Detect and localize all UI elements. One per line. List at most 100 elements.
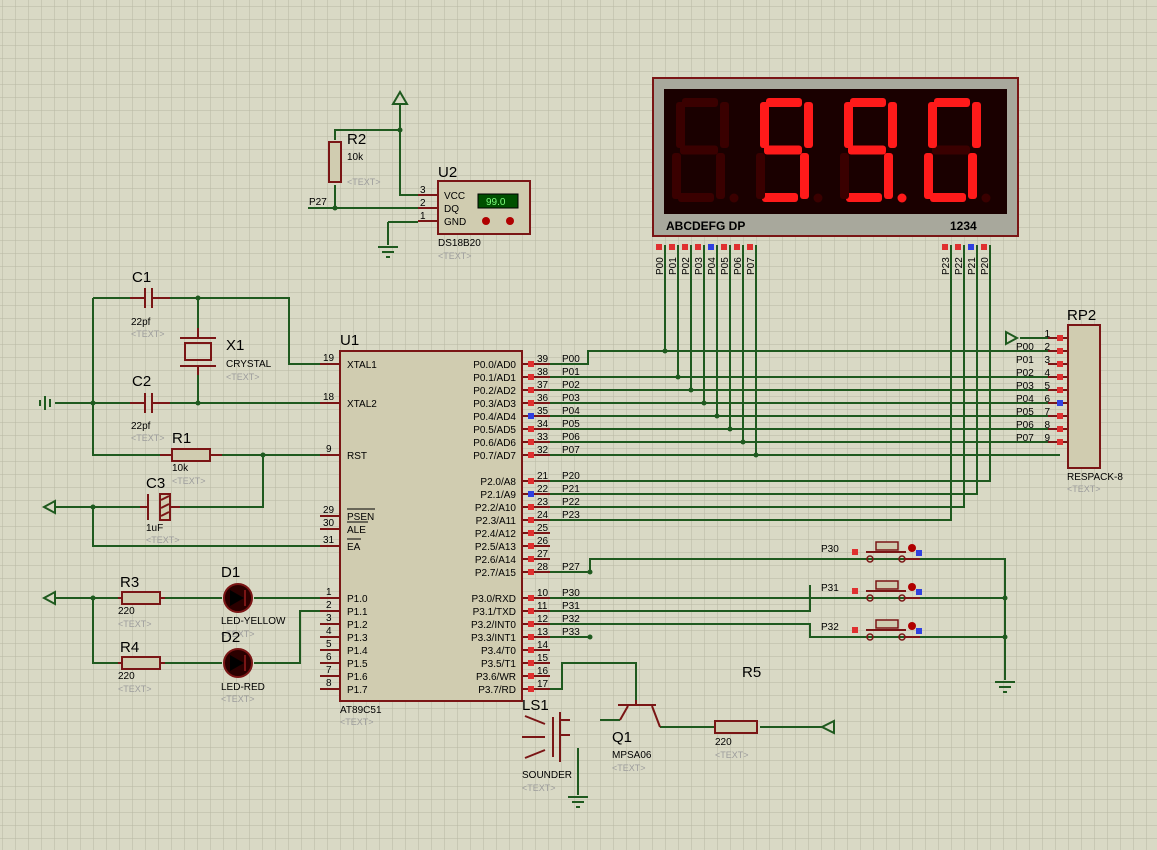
- pin-marker: [528, 491, 534, 497]
- svg-text:14: 14: [537, 640, 549, 651]
- svg-text:P30: P30: [821, 544, 839, 555]
- svg-text:P3.2/INT0: P3.2/INT0: [471, 620, 516, 631]
- u1-pin-8[interactable]: 8P1.7: [320, 678, 368, 696]
- capacitor-c1[interactable]: C1 22pf <TEXT>: [130, 269, 170, 339]
- capacitor-c3[interactable]: C3 1uF <TEXT>: [140, 475, 180, 545]
- svg-text:29: 29: [323, 505, 335, 516]
- pin-marker: [656, 244, 662, 250]
- svg-text:<TEXT>: <TEXT>: [226, 372, 260, 382]
- resistor-r2[interactable]: R2 10k <TEXT> P27: [309, 131, 381, 208]
- capacitor-c2[interactable]: C2 22pf <TEXT>: [130, 373, 170, 443]
- u1-pin-4[interactable]: 4P1.3: [320, 626, 368, 644]
- u1-ref: U1: [340, 332, 359, 349]
- microcontroller-u1[interactable]: U1 AT89C51 <TEXT> 19XTAL118XTAL29RST29PS…: [320, 332, 580, 727]
- svg-text:P22: P22: [562, 497, 580, 508]
- resistor-r3[interactable]: R3 220 <TEXT>: [118, 574, 165, 629]
- resistor-r4[interactable]: R4 220 <TEXT>: [118, 639, 165, 694]
- svg-text:P0.7/AD7: P0.7/AD7: [473, 451, 516, 462]
- led-d1[interactable]: D1 LED-YELLOW <TEXT>: [221, 564, 286, 639]
- resistor-r1[interactable]: R1 10k <TEXT>: [160, 430, 222, 486]
- svg-text:P27: P27: [309, 197, 327, 208]
- pin-marker: [528, 426, 534, 432]
- u1-pin-2[interactable]: 2P1.1: [320, 600, 368, 618]
- crystal-x1[interactable]: X1 CRYSTAL <TEXT>: [180, 328, 272, 382]
- u1-pin-5[interactable]: 5P1.4: [320, 639, 368, 657]
- segment-b: [720, 102, 729, 148]
- pin-marker: [695, 244, 701, 250]
- svg-text:P0.4/AD4: P0.4/AD4: [473, 412, 516, 423]
- pin-marker: [852, 549, 858, 555]
- sounder-ls1[interactable]: LS1 SOUNDER <TEXT>: [522, 697, 572, 793]
- svg-text:P0.6/AD6: P0.6/AD6: [473, 438, 516, 449]
- rp2-pin-1[interactable]: 1: [1044, 329, 1068, 341]
- svg-text:C3: C3: [146, 475, 165, 492]
- svg-text:<TEXT>: <TEXT>: [221, 629, 255, 639]
- segment-e: [924, 153, 933, 199]
- resistor-r5[interactable]: R5 220 <TEXT>: [714, 664, 761, 760]
- u1-pin-1[interactable]: 1P1.0: [320, 587, 368, 605]
- transistor-q1[interactable]: Q1 MPSA06 <TEXT>: [612, 700, 661, 773]
- led-d2[interactable]: D2 LED-RED <TEXT>: [221, 629, 265, 704]
- segment-a: [850, 98, 886, 107]
- u1-pin-7[interactable]: 7P1.6: [320, 665, 368, 683]
- segment-g: [764, 145, 802, 155]
- segment-g: [680, 145, 718, 155]
- u1-pin-6[interactable]: 6P1.5: [320, 652, 368, 670]
- svg-text:P2.2/A10: P2.2/A10: [475, 503, 517, 514]
- decimal-point: [813, 193, 823, 203]
- button-p31[interactable]: P31: [821, 580, 922, 602]
- svg-text:P33: P33: [562, 627, 580, 638]
- svg-text:25: 25: [537, 523, 549, 534]
- button-p30[interactable]: P30: [821, 541, 922, 563]
- resistor-pack-rp2[interactable]: RP2 RESPACK-8 <TEXT> 12P003P014P025P036P…: [1016, 307, 1123, 494]
- u1-pin-3[interactable]: 3P1.2: [320, 613, 368, 631]
- svg-text:15: 15: [537, 653, 549, 664]
- svg-text:5: 5: [326, 639, 332, 650]
- decimal-point: [729, 193, 739, 203]
- button-p32[interactable]: P32: [821, 619, 922, 641]
- svg-text:P1.3: P1.3: [347, 633, 368, 644]
